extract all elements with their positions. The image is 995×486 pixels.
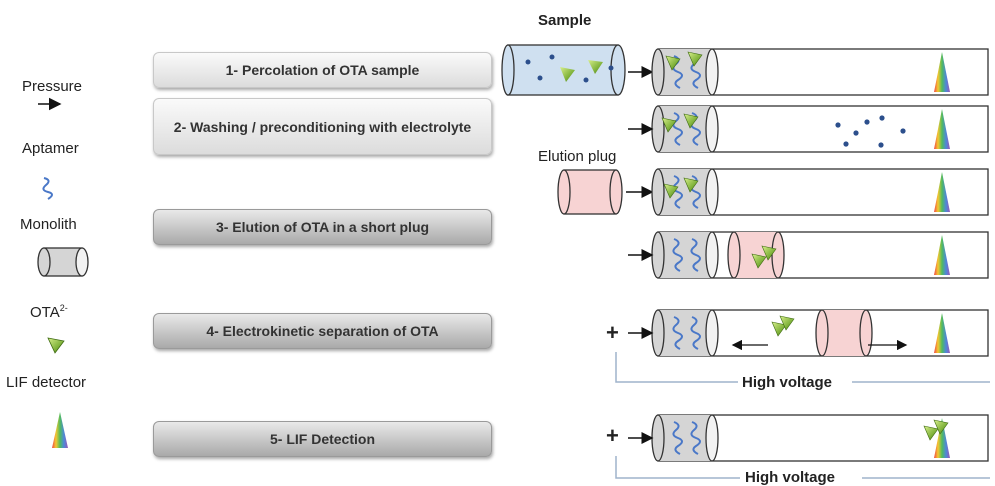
ota-triangle (683, 177, 699, 193)
step-3-label: 3- Elution of OTA in a short plug (215, 219, 430, 235)
capillary-1 (651, 48, 989, 96)
legend-lif-detector-icon (52, 412, 68, 448)
ota-triangle (683, 113, 699, 129)
v-ep-label: vep (732, 318, 754, 339)
elution-plug-vial-icon (557, 169, 623, 215)
plus-sign-2: + (606, 423, 619, 448)
legend-monolith-icon (37, 247, 89, 277)
ota-charge: 2- (59, 303, 68, 313)
capillary-2 (651, 105, 989, 153)
legend-pressure-label: Pressure (22, 78, 83, 95)
v-eo-label: veo (876, 320, 898, 341)
ota-triangle (933, 419, 949, 435)
ota-triangle (761, 245, 777, 261)
legend-monolith-label: Monolith (20, 216, 77, 233)
elution-plug-label: Elution plug (538, 148, 617, 165)
step-4-box: 4- Electrokinetic separation of OTA (153, 313, 492, 349)
ota-triangle (661, 117, 677, 133)
row-2-sample-dots (835, 115, 906, 148)
capillary-3 (651, 168, 989, 216)
step-5-box: 5- LIF Detection (153, 421, 492, 457)
sample-label: Sample (538, 12, 592, 29)
legend-aptamer-icon (42, 177, 53, 200)
ota-triangle (771, 321, 787, 337)
legend-lif-label: LIF detector (6, 374, 87, 391)
high-voltage-label-2: High voltage (745, 469, 836, 486)
step-3-box: 3- Elution of OTA in a short plug (153, 209, 492, 245)
ota-triangle (663, 183, 679, 199)
capillary-6 (651, 414, 989, 462)
ota-triangle (751, 253, 767, 269)
capillary-5 (651, 309, 989, 357)
ota-triangle (665, 55, 681, 71)
capillary-4 (651, 231, 989, 279)
plus-sign-1: + (606, 320, 619, 345)
step-1-box: 1- Percolation of OTA sample (153, 52, 492, 88)
high-voltage-label-1: High voltage (742, 374, 833, 391)
step-1-label: 1- Percolation of OTA sample (225, 62, 420, 78)
step-2-box: 2- Washing / preconditioning with electr… (153, 98, 492, 155)
step-2-label: 2- Washing / preconditioning with electr… (173, 118, 472, 135)
legend-ota-label: OTA2- (30, 303, 68, 321)
ota-triangle (779, 315, 795, 331)
legend-ota-triangle-icon (47, 337, 65, 354)
ota-triangle (687, 51, 703, 67)
legend-aptamer-label: Aptamer (22, 140, 79, 157)
ota-triangle (923, 425, 939, 441)
step-5-label: 5- LIF Detection (269, 431, 375, 447)
sample-vial-icon (501, 44, 626, 96)
step-4-label: 4- Electrokinetic separation of OTA (206, 323, 439, 339)
